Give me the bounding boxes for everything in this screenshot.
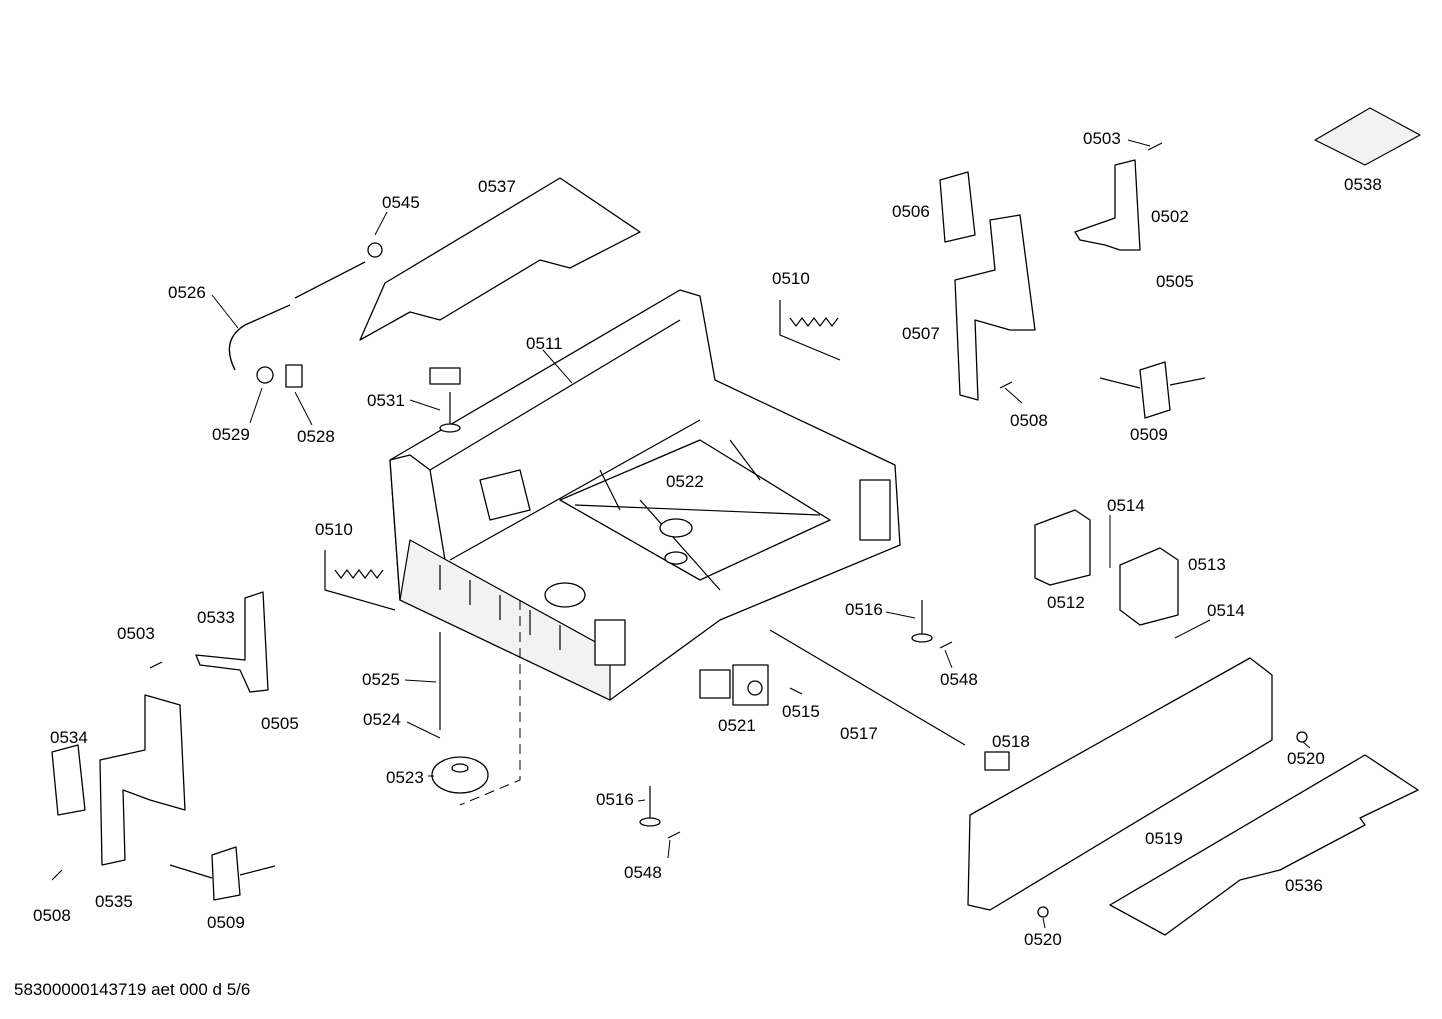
label-0510-top: 0510 — [772, 269, 810, 288]
label-0513: 0513 — [1188, 555, 1226, 574]
label-0506: 0506 — [892, 202, 930, 221]
label-0516-low: 0516 — [596, 790, 634, 809]
foot-part-0516-low — [639, 786, 661, 827]
label-0516-mid: 0516 — [845, 600, 883, 619]
label-0521: 0521 — [718, 716, 756, 735]
screw-bag-part — [1314, 107, 1421, 166]
label-0512: 0512 — [1047, 593, 1085, 612]
foot-part-0531 — [429, 367, 461, 433]
bracket-part-0535 — [99, 694, 186, 866]
part-labels: 0503 0538 0537 0545 0506 0502 0526 0510 … — [33, 129, 1382, 949]
label-0525: 0525 — [362, 670, 400, 689]
bracket-part-0506 — [939, 171, 976, 243]
label-0538: 0538 — [1344, 175, 1382, 194]
leader-lines — [211, 139, 1311, 929]
label-0535: 0535 — [95, 892, 133, 911]
label-0509-left: 0509 — [207, 913, 245, 932]
cover-plate-part — [359, 177, 641, 341]
label-0528: 0528 — [297, 427, 335, 446]
bracket-part-0507 — [954, 214, 1036, 401]
spring-part-top — [779, 300, 841, 361]
label-0533: 0533 — [197, 608, 235, 627]
screws-part — [51, 142, 1308, 918]
label-0505-top: 0505 — [1156, 272, 1194, 291]
label-0545: 0545 — [382, 193, 420, 212]
label-0514-a: 0514 — [1107, 496, 1145, 515]
label-0536: 0536 — [1285, 876, 1323, 895]
label-0529: 0529 — [212, 425, 250, 444]
base-tub-part — [389, 289, 901, 701]
document-id-footer: 58300000143719 aet 000 d 5/6 — [14, 980, 251, 999]
label-0519: 0519 — [1145, 829, 1183, 848]
label-0509-top: 0509 — [1130, 425, 1168, 444]
label-0518: 0518 — [992, 732, 1030, 751]
label-0520-bottom: 0520 — [1024, 930, 1062, 949]
label-0531: 0531 — [367, 391, 405, 410]
spring-part-left — [324, 550, 396, 611]
label-0534: 0534 — [50, 728, 88, 747]
label-0548-low: 0548 — [624, 863, 662, 882]
hinge-part-top — [1099, 361, 1206, 419]
label-0548-mid: 0548 — [940, 670, 978, 689]
float-assembly-part — [431, 632, 489, 794]
label-0507: 0507 — [902, 324, 940, 343]
rod-part-0517 — [769, 629, 966, 746]
label-0523: 0523 — [386, 768, 424, 787]
label-0537: 0537 — [478, 177, 516, 196]
label-0526: 0526 — [168, 283, 206, 302]
label-0511: 0511 — [526, 334, 563, 353]
label-0502: 0502 — [1151, 207, 1189, 226]
label-0524: 0524 — [363, 710, 401, 729]
label-0508-top: 0508 — [1010, 411, 1048, 430]
label-0503-top: 0503 — [1083, 129, 1121, 148]
label-0503-left: 0503 — [117, 624, 155, 643]
kickplate-part-0536 — [1109, 754, 1419, 936]
cover-part-0534 — [51, 744, 86, 816]
label-0520-right: 0520 — [1287, 749, 1325, 768]
foot-part-0516-mid — [911, 600, 933, 643]
label-0508-left: 0508 — [33, 906, 71, 925]
label-0505-left: 0505 — [261, 714, 299, 733]
label-0515: 0515 — [782, 702, 820, 721]
label-0510-left: 0510 — [315, 520, 353, 539]
bracket-part-0512 — [1034, 509, 1091, 586]
drain-hose-part — [228, 242, 383, 388]
cover-part-0513 — [1119, 547, 1179, 626]
bracket-part-0502 — [1074, 159, 1141, 251]
valve-part-0521 — [699, 664, 769, 706]
guide-dash — [459, 600, 521, 806]
bracket-part-0533 — [195, 591, 269, 693]
label-0517: 0517 — [840, 724, 878, 743]
hinge-part-left — [169, 846, 276, 901]
label-0522: 0522 — [666, 472, 704, 491]
knob-part-0518 — [984, 751, 1010, 771]
front-panel-part — [967, 657, 1273, 911]
label-0514-b: 0514 — [1207, 601, 1245, 620]
